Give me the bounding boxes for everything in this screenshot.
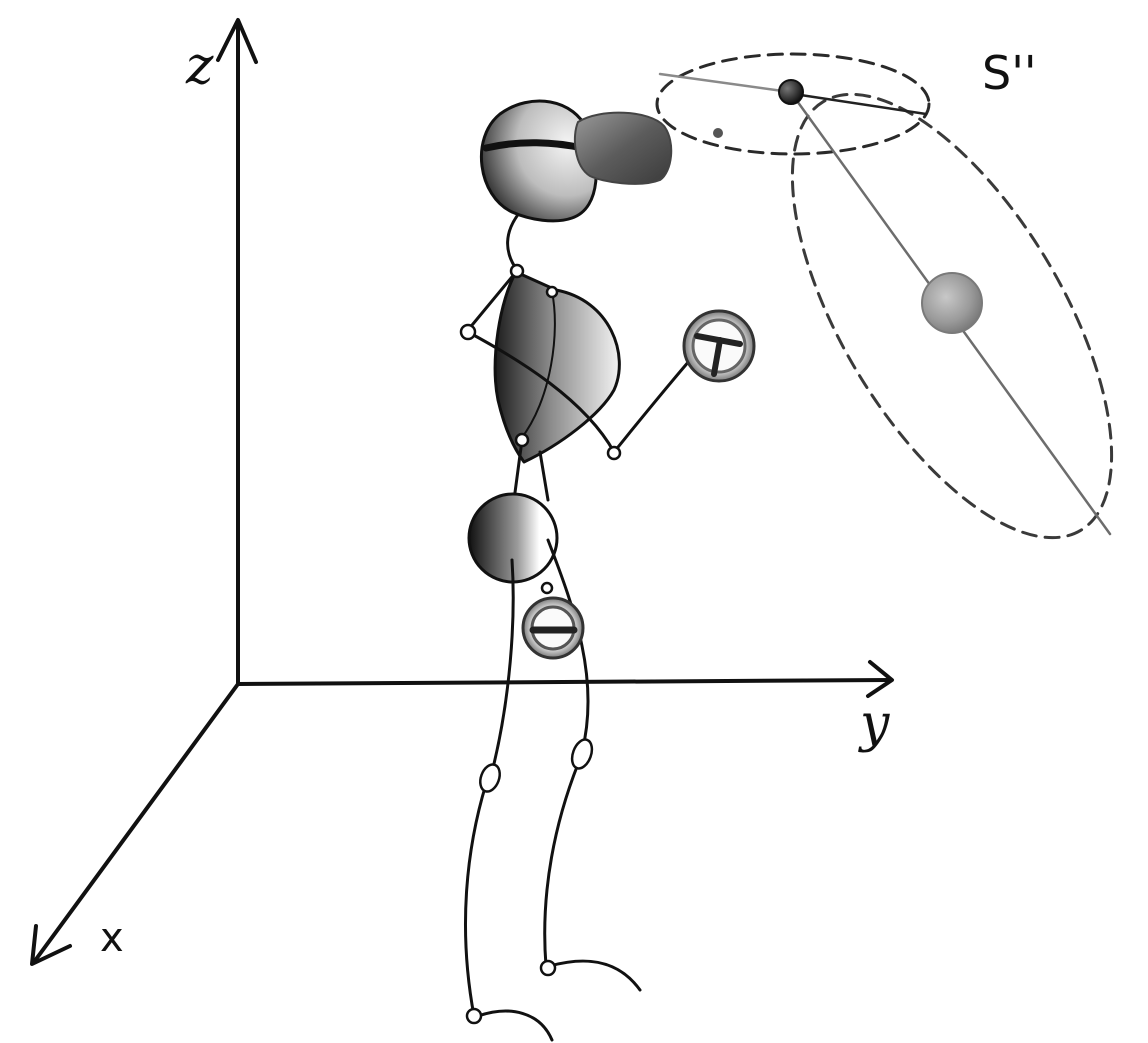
spine-2 [538,450,550,502]
forearm-front [612,358,692,454]
thigh-front [546,538,590,754]
joint-hip [540,581,554,595]
foot-front [548,959,642,992]
shin-front [543,762,580,968]
joint-ankle-front [539,959,557,977]
y-axis [236,678,892,686]
z-axis-label: z [186,36,214,96]
x-axis [32,682,240,964]
z-axis-arrowhead [216,18,258,64]
torso-contour [519,291,556,441]
joint-shoulder [545,285,559,299]
headset-strap [482,139,586,152]
y-axis-arrowhead [866,660,894,698]
y-axis-label: y [860,694,890,754]
joint-wrist [606,445,622,461]
joint-markers [459,263,622,1025]
joint-knee-back [479,763,501,793]
forearm-back [466,330,616,454]
spine [512,438,524,502]
joint-elbow-back [459,323,477,341]
reach-pivot-point [778,79,804,105]
reach-region-top-ellipse [655,52,931,156]
joint-waist [514,432,530,448]
user-figure [463,99,692,1042]
shin-back [463,782,488,1018]
reach-region-radius-line [658,72,792,94]
neck [506,210,522,272]
torso [493,270,621,464]
target-ball [921,272,983,334]
joint-neck [509,263,525,279]
joint-ankle-back [465,1007,483,1025]
x-axis-arrowhead [30,924,72,966]
thigh-back [490,558,515,774]
reach-region-long-ellipse [790,92,1114,540]
reach-small-marker [713,128,723,138]
upper-arm-back [466,270,518,332]
vr-headset-visor [573,111,673,185]
joint-knee-front [570,738,594,770]
hip-tracker-icon [521,596,585,660]
reach-region-pointer-line [792,92,928,116]
region-label: S'' [982,46,1037,100]
foot-back [476,1009,554,1042]
x-axis-label: x [100,915,124,961]
coordinate-axes [30,18,894,966]
hand-tracker-icon [682,309,756,383]
